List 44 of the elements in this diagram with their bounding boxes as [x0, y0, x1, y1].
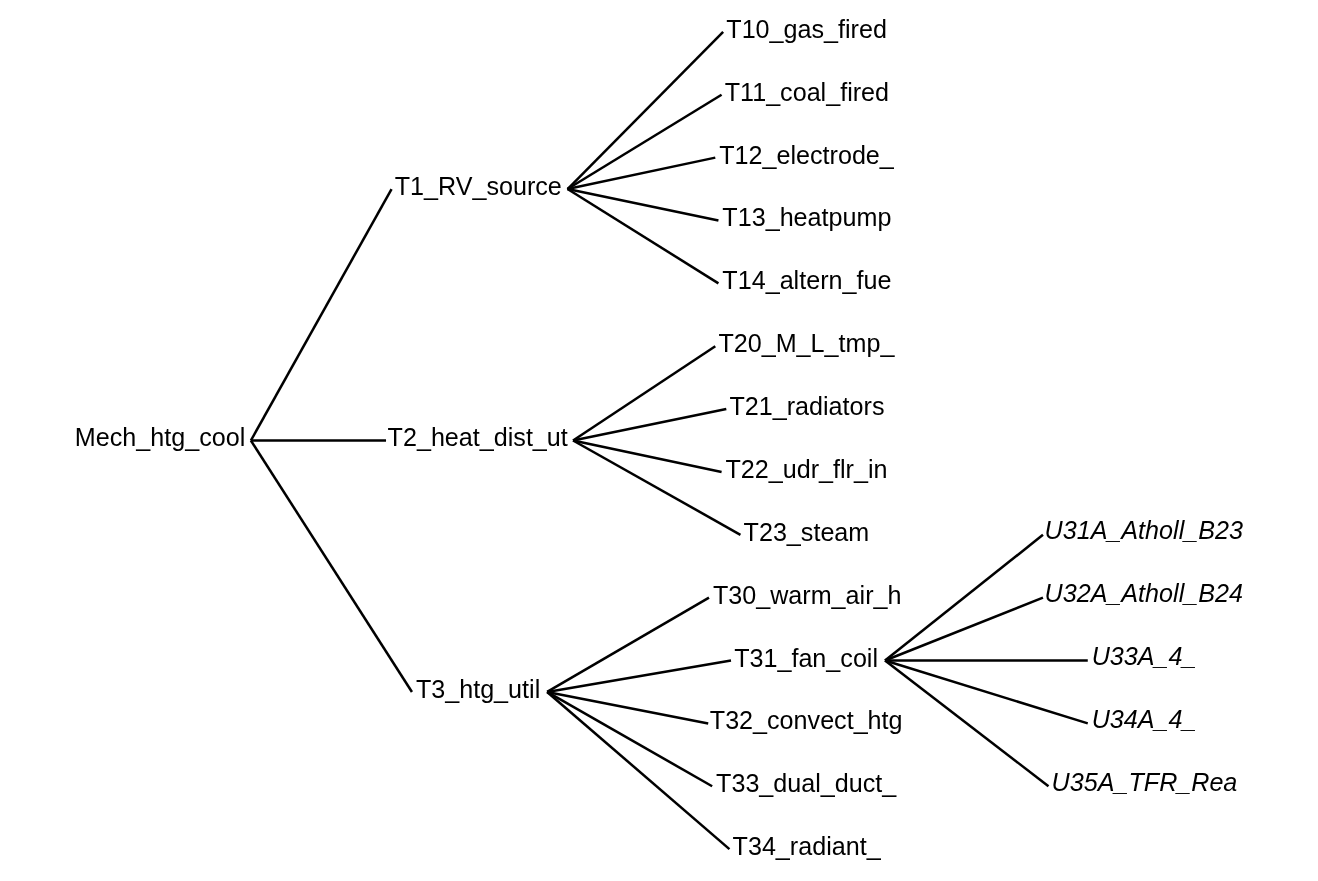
connector	[249, 188, 393, 442]
node-text: U33A_4_	[1091, 641, 1196, 670]
node-text: T30_warm_air_h	[712, 580, 901, 609]
connector	[883, 533, 1044, 662]
node-text: T32_convect_htg	[709, 706, 903, 735]
connector	[884, 659, 1088, 725]
node-text: T13_heatpump	[721, 203, 891, 232]
connector	[571, 439, 741, 536]
connector	[566, 187, 719, 285]
node-text: U32A_Atholl_B24	[1044, 579, 1243, 608]
node-text: T20_M_L_tmp_	[717, 329, 894, 358]
connector	[546, 596, 710, 694]
node-text: T2_heat_dist_ut	[387, 423, 568, 452]
connector	[572, 439, 722, 474]
node-text: T1_RV_source	[394, 172, 562, 201]
node-text: T33_dual_duct_	[715, 769, 896, 798]
node-text: T12_electrode_	[718, 140, 894, 169]
node-text: T3_htg_util	[415, 674, 540, 703]
connector	[566, 187, 719, 222]
connector	[884, 596, 1043, 662]
connector	[566, 156, 716, 191]
node-text: U34A_4_	[1091, 704, 1196, 733]
connector	[545, 691, 730, 851]
node-text: T21_radiators	[728, 392, 884, 421]
node-text: U31A_Atholl_B23	[1044, 516, 1243, 545]
node-text: T11_coal_fired	[724, 77, 889, 106]
node-text: T23_steam	[743, 517, 869, 546]
node-text: U35A_TFR_Rea	[1051, 767, 1237, 796]
node-text: T31_fan_coil	[733, 643, 878, 672]
connector	[571, 345, 716, 442]
connector	[566, 31, 724, 190]
node-text: T14_altern_fue	[721, 266, 891, 295]
connector	[250, 439, 386, 442]
connector	[572, 407, 727, 442]
node-text: Mech_htg_cool	[74, 423, 245, 452]
node-text: T22_udr_flr_in	[725, 454, 888, 483]
connector	[546, 690, 713, 788]
connector	[546, 659, 731, 694]
connector	[884, 659, 1088, 662]
connector	[249, 439, 413, 693]
connector	[883, 659, 1049, 788]
node-text: T10_gas_fired	[725, 14, 887, 43]
connector	[566, 93, 722, 191]
node-text: T34_radiant_	[732, 832, 881, 861]
